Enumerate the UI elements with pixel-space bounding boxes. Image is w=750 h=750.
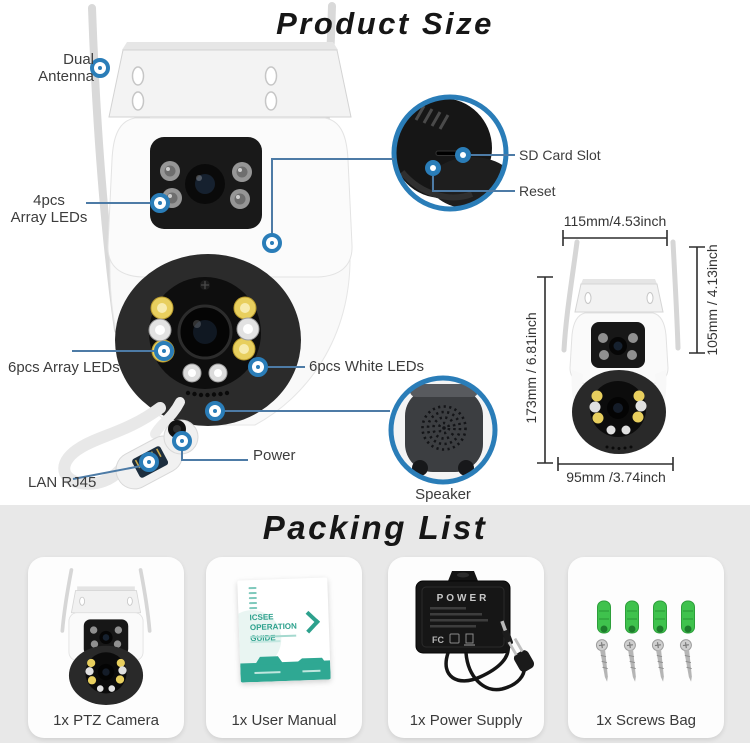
speaker-grille-icon [421, 405, 467, 451]
dim-height-left: 173mm / 6.81inch [523, 312, 539, 424]
packing-list-title: Packing List [262, 509, 488, 546]
dc-plug-icon [500, 620, 513, 646]
packing-card-manual: ICSEE OPERATION GUIDE 1x User Manual [206, 557, 362, 738]
sd-reset-inset [391, 94, 509, 212]
card-label-manual: 1x User Manual [231, 712, 337, 729]
spiral-binding-icon [248, 586, 258, 612]
card-label-screws: 1x Screws Bag [595, 712, 697, 729]
sd-feed-marker [262, 233, 282, 253]
power-adapter-label: POWER [437, 593, 490, 604]
sd-card-label: SD Card Slot [519, 147, 601, 163]
reset-label: Reset [519, 183, 556, 199]
mini-camera-icon [60, 568, 152, 705]
reset-marker [425, 160, 441, 176]
speaker-label: Speaker [415, 486, 471, 503]
cable-icon [58, 402, 166, 490]
dc-cable-icon [444, 644, 510, 683]
user-manual-icon: ICSEE OPERATION GUIDE [237, 577, 331, 683]
dim-width-top: 115mm/4.53inch [563, 213, 667, 229]
speaker-holes-icon [185, 390, 230, 398]
eu-plug-icon [507, 637, 535, 672]
callout-markers [90, 58, 471, 472]
eu-cable-icon [464, 652, 527, 692]
dual-antenna-label: Dual Antenna [38, 51, 94, 85]
array4-marker [150, 193, 170, 213]
product-size-title: Product Size [276, 6, 494, 41]
dual-antenna-marker [90, 58, 110, 78]
packing-card-screws: 1x Screws Bag [568, 557, 724, 738]
callout-lines [72, 154, 515, 480]
white6-label: 6pcs White LEDs [309, 358, 425, 375]
speaker-feed-marker [205, 401, 225, 421]
power-label: Power [253, 447, 296, 464]
speaker-inset [388, 375, 498, 485]
main-camera-illustration [58, 2, 353, 490]
array6-label: 6pcs Array LEDs [8, 359, 120, 376]
packing-card-camera: 1x PTZ Camera [28, 557, 184, 738]
dim-width-bottom: 95mm /3.74inch [566, 469, 666, 485]
power-adapter-icon: POWER FC [415, 571, 535, 692]
lan-label: LAN RJ45 [28, 474, 97, 491]
small-camera-illustration [561, 239, 681, 454]
card-label-power: 1x Power Supply [409, 712, 523, 729]
packing-card-power: POWER FC 1x Power Supply [388, 557, 544, 738]
screws-icon [595, 600, 695, 682]
array6-marker [154, 341, 174, 361]
white6-marker [248, 357, 268, 377]
dimension-lines [537, 230, 705, 471]
array-leds-4pcs-icon [160, 161, 252, 209]
sd-slot-marker [455, 147, 471, 163]
fcc-mark: FC [432, 635, 444, 645]
card-label-camera: 1x PTZ Camera [53, 712, 159, 729]
power-marker [172, 431, 192, 451]
lan-marker [139, 452, 159, 472]
white-leds-6pcs-icon [148, 317, 260, 383]
array4-label: 4pcs Array LEDs [10, 192, 88, 226]
dim-height-right: 105mm / 4.13inch [704, 244, 720, 356]
